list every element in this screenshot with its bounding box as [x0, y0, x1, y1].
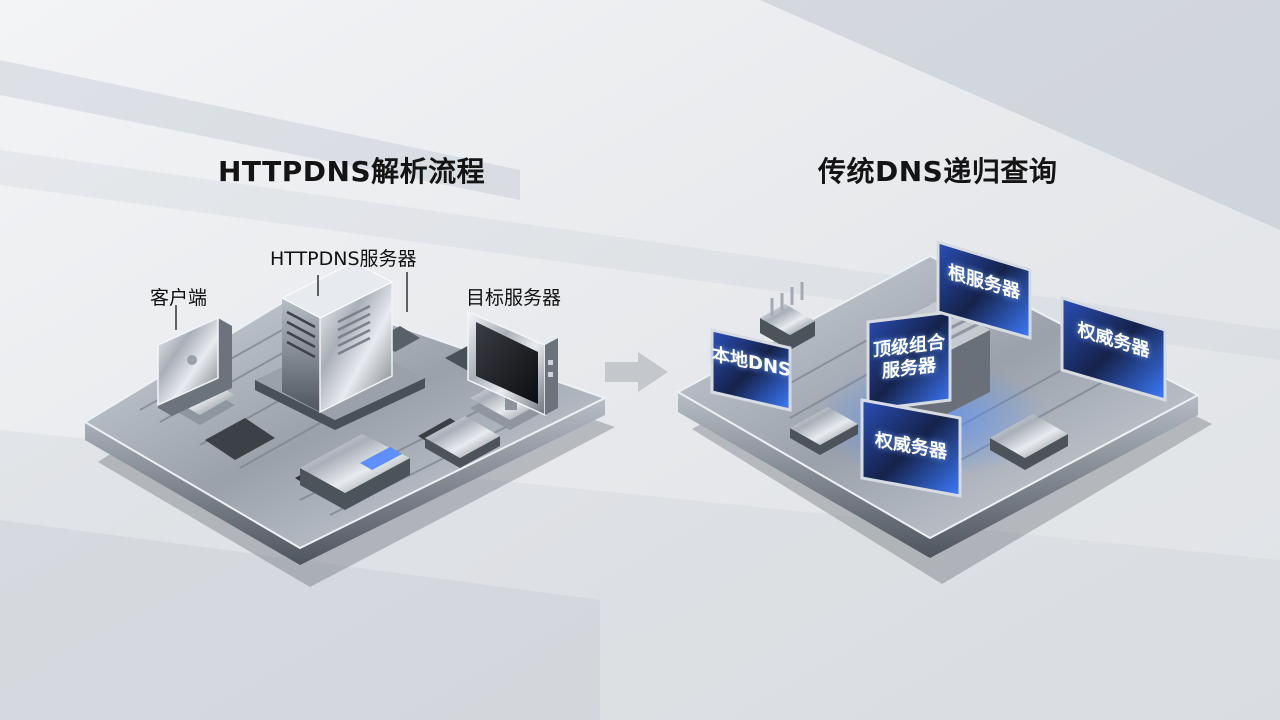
chip-dns-left	[790, 407, 858, 455]
chip-right	[425, 416, 500, 468]
arrow-right-icon	[605, 352, 668, 392]
auth-right-panel	[1060, 295, 1167, 402]
httpdns-title: HTTPDNS解析流程	[218, 155, 486, 188]
client-monitor-icon	[157, 316, 235, 425]
auth-front-panel	[860, 398, 962, 498]
chip-dns-right	[990, 414, 1068, 470]
connector-top	[760, 282, 815, 350]
target-server-label: 目标服务器	[466, 287, 562, 309]
target-server-monitor-icon	[467, 310, 558, 430]
root-panel	[936, 239, 1032, 340]
httpdns-server-label: HTTPDNS服务器	[270, 248, 417, 270]
httpdns-server-icon	[255, 261, 425, 430]
tld-panel	[866, 310, 952, 412]
local-dns-panel	[710, 328, 792, 412]
chip-lower	[300, 434, 410, 510]
traditional-dns-title: 传统DNS递归查询	[818, 155, 1058, 188]
client-label: 客户端	[150, 287, 208, 309]
